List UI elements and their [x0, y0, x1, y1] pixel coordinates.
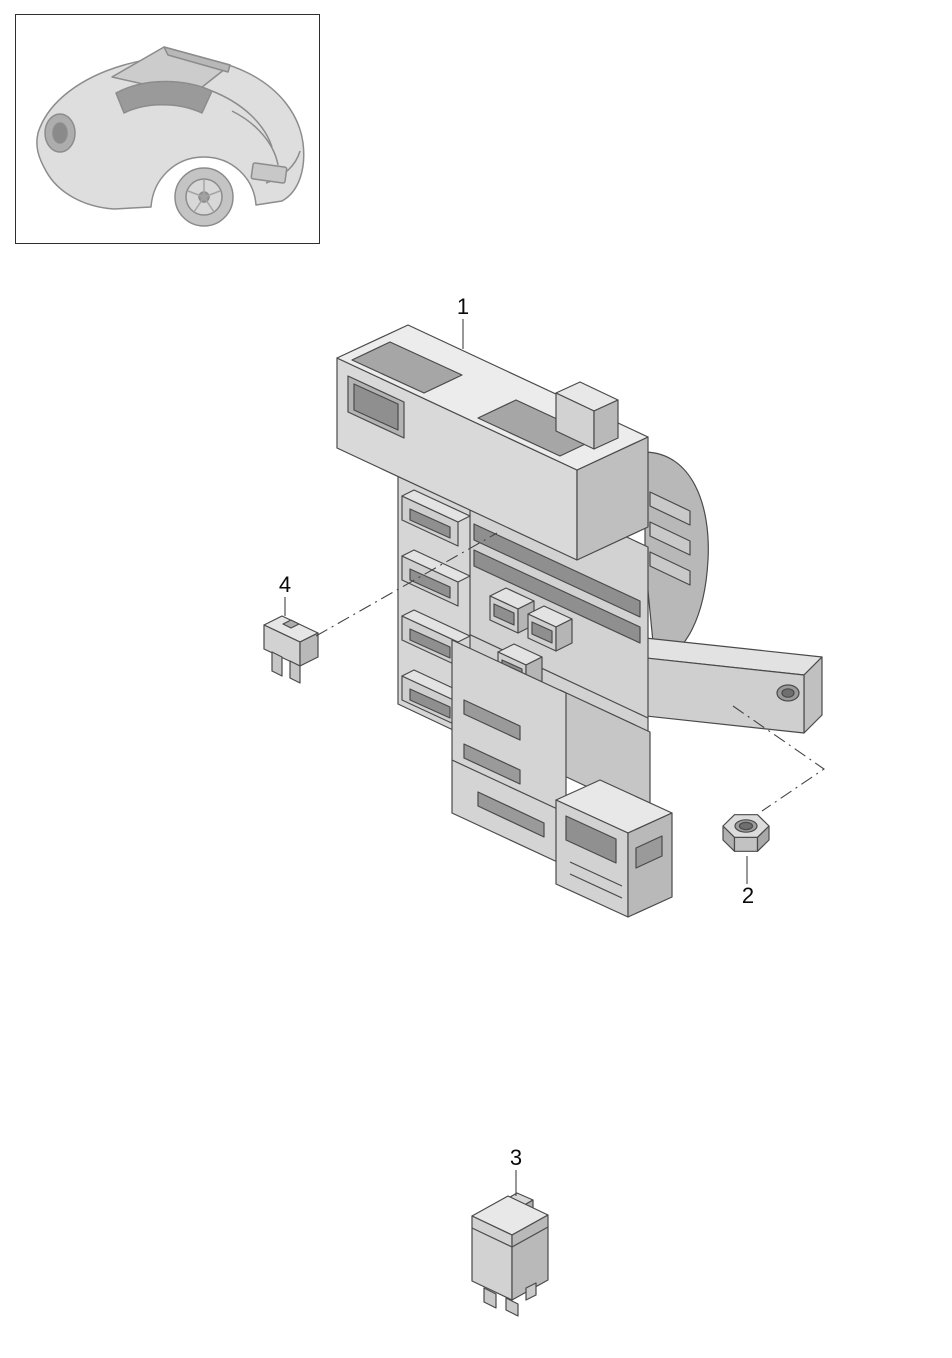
car-thumbnail-box [15, 14, 320, 244]
fuse-top-groove [282, 619, 300, 629]
socket-boss [527, 605, 573, 652]
top-tab [555, 381, 619, 450]
fuse-right-face [299, 632, 319, 667]
mounting-bracket-arm [617, 636, 823, 734]
relay-pin [505, 1297, 519, 1317]
callout-part-1[interactable]: 1 [456, 294, 470, 319]
car-deck-line [211, 90, 273, 148]
socket-boss [489, 587, 535, 634]
fuse-slot [409, 508, 451, 539]
relay-socket-cluster [451, 639, 567, 867]
relay-pin [525, 1282, 537, 1301]
cluster-slot [477, 791, 545, 838]
dash-leader-nut [732, 705, 825, 812]
foot-side-slot [635, 835, 663, 869]
fuse-box-part [336, 324, 823, 918]
cluster-slot [463, 699, 521, 741]
callout-part-3[interactable]: 3 [509, 1145, 523, 1170]
foot-fin-line [569, 861, 623, 887]
fuse-blade [289, 660, 301, 684]
nut-hole-inner [738, 821, 754, 831]
fuse-box-fins [649, 491, 691, 586]
foot-fin-line [569, 873, 623, 899]
fuse-slot [409, 628, 451, 659]
car-license-plate [250, 162, 288, 184]
nut-side-face [733, 836, 759, 852]
blade-fuse-part [263, 615, 319, 684]
cluster-slot [463, 743, 521, 785]
car-illustration [36, 46, 305, 227]
callout-part-4[interactable]: 4 [278, 572, 292, 597]
fuse-column [397, 469, 471, 739]
fuse-slot [409, 688, 451, 719]
relay-slot-band [473, 549, 641, 644]
cluster-seam [451, 759, 567, 814]
car-windshield-rail [163, 46, 231, 73]
relay-seam [471, 1227, 513, 1248]
relay-seam [511, 1226, 549, 1248]
relay-slot-band [473, 523, 641, 618]
callout-part-2[interactable]: 2 [741, 883, 755, 908]
dash-leader-fuse [315, 532, 498, 637]
upper-front-recess-inner [353, 383, 399, 431]
fuse-receptacle [401, 549, 471, 607]
relay-pin [483, 1287, 497, 1309]
arm-mount-hole-inner [781, 688, 795, 698]
fuse-box-foot [555, 779, 673, 918]
foot-slot [565, 815, 617, 864]
leader-lines [284, 319, 825, 1196]
car-cockpit [115, 80, 213, 114]
fuse-blade [271, 651, 283, 677]
face-ledge-line [459, 629, 649, 719]
upper-top-opening [351, 341, 463, 394]
car-trunk-line [231, 110, 279, 166]
relay-part [471, 1192, 549, 1317]
car-wheel-spokes [187, 180, 221, 213]
relay-right-face [511, 1214, 549, 1301]
fuse-receptacle [401, 489, 471, 547]
car-front-hub [52, 122, 68, 144]
hex-nut-part [722, 814, 770, 852]
fuse-receptacle [401, 609, 471, 667]
